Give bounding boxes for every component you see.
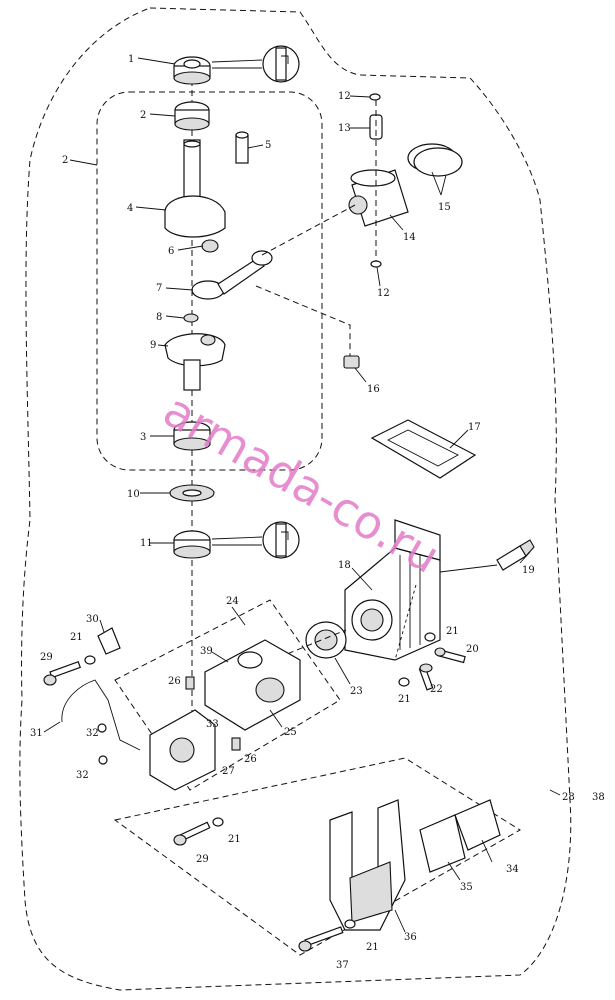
fuel-hose <box>61 679 141 751</box>
label-19: 19 <box>522 565 535 576</box>
label-4: 4 <box>127 203 133 214</box>
needle-bearing-leader <box>255 285 351 356</box>
label-25: 25 <box>284 727 297 738</box>
label-21-b: 21 <box>70 632 83 643</box>
connecting-rod <box>191 250 273 300</box>
clip-upper <box>369 93 381 101</box>
label-21-e: 21 <box>366 942 379 953</box>
label-2-a: 2 <box>140 110 146 121</box>
bearing-lower <box>173 421 211 451</box>
label-29-b: 29 <box>196 854 209 865</box>
reed-gasket <box>419 814 466 873</box>
label-26-b: 26 <box>244 754 257 765</box>
label-21-d: 21 <box>228 834 241 845</box>
washer-21-d <box>212 817 224 827</box>
label-18: 18 <box>338 560 351 571</box>
clamp-32-b <box>98 755 108 765</box>
crankshaft-group-boundary <box>96 91 323 471</box>
thrust-washer <box>169 484 215 502</box>
part-labels: 1 2 2 3 4 5 6 7 8 9 10 11 12 12 13 14 15… <box>30 54 605 971</box>
label-32-a: 32 <box>86 728 99 739</box>
spark-plug-leader <box>439 564 498 573</box>
leader-lines <box>43 57 561 933</box>
head-gasket <box>370 419 477 479</box>
label-2-b: 2 <box>62 155 68 166</box>
label-9: 9 <box>150 340 156 351</box>
bracket-30 <box>97 627 121 655</box>
label-24: 24 <box>226 596 239 607</box>
crank-pin <box>235 131 249 164</box>
cylinder-block <box>344 519 441 661</box>
intake-manifold <box>329 799 406 931</box>
rod-piston-axis <box>261 204 356 256</box>
clip-lower <box>370 260 382 268</box>
pin-detail-callout-bottom <box>211 521 300 559</box>
bolt-20 <box>434 647 466 664</box>
label-20: 20 <box>466 644 479 655</box>
label-12-a: 12 <box>338 91 351 102</box>
bearing-top <box>173 56 211 85</box>
label-28: 28 <box>562 792 575 803</box>
label-21-c: 21 <box>398 694 411 705</box>
label-35: 35 <box>460 882 473 893</box>
bearing-bottom <box>173 530 211 559</box>
label-13: 13 <box>338 123 351 134</box>
label-33: 33 <box>206 719 219 730</box>
washer-21-b <box>398 677 410 687</box>
label-26-a: 26 <box>168 676 181 687</box>
label-8: 8 <box>156 312 162 323</box>
label-39: 39 <box>200 646 213 657</box>
bolt-29-a <box>43 660 82 686</box>
washer-21-a <box>424 632 436 642</box>
crankcase-upper <box>204 639 301 731</box>
label-5: 5 <box>265 140 271 151</box>
bearing-upper <box>174 101 210 131</box>
dowel-26-b <box>231 737 241 751</box>
label-10: 10 <box>127 489 140 500</box>
label-37: 37 <box>336 960 349 971</box>
label-29-a: 29 <box>40 652 53 663</box>
clamp-32-a <box>97 723 107 733</box>
label-11: 11 <box>140 538 153 549</box>
label-12-b: 12 <box>377 288 390 299</box>
label-16: 16 <box>367 384 380 395</box>
label-31: 31 <box>30 728 43 739</box>
piston <box>348 169 409 227</box>
label-6: 6 <box>168 246 174 257</box>
label-38: 38 <box>592 792 605 803</box>
label-1: 1 <box>128 54 134 65</box>
label-17: 17 <box>468 422 481 433</box>
assembly-boundary <box>19 7 572 991</box>
small-washer <box>183 313 199 323</box>
label-32-b: 32 <box>76 770 89 781</box>
reed-plate <box>454 799 501 851</box>
needle-bearing <box>343 355 360 369</box>
label-30: 30 <box>86 614 99 625</box>
washer-21-e <box>344 919 356 929</box>
pin-detail-callout-top <box>211 45 300 83</box>
label-34: 34 <box>506 864 519 875</box>
label-7: 7 <box>156 283 162 294</box>
crankcase-lower <box>149 709 216 791</box>
label-22: 22 <box>430 684 443 695</box>
label-36: 36 <box>404 932 417 943</box>
intake-group-boundary <box>113 757 521 956</box>
bolt-29-b <box>173 821 211 846</box>
crank-upper-half <box>164 139 226 253</box>
label-14: 14 <box>403 232 416 243</box>
bolt-22 <box>418 663 434 691</box>
piston-rings <box>407 143 463 177</box>
dowel-26-a <box>185 676 195 690</box>
label-21-a: 21 <box>446 626 459 637</box>
washer-21-c <box>84 655 96 665</box>
crank-lower-half <box>164 333 226 391</box>
label-3: 3 <box>140 432 146 443</box>
label-15: 15 <box>438 202 451 213</box>
bolt-37 <box>298 926 344 952</box>
label-27: 27 <box>222 766 235 777</box>
exhaust-gasket <box>305 621 347 659</box>
label-23: 23 <box>350 686 363 697</box>
